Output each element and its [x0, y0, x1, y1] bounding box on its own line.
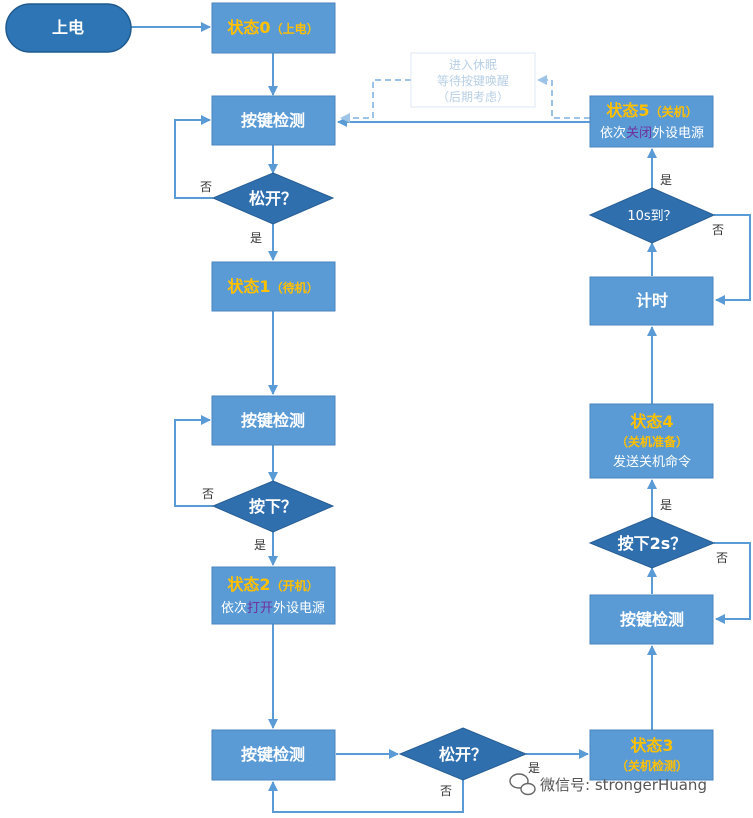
label-yes-press2s: 是	[660, 498, 672, 512]
wechat-icon	[509, 773, 536, 796]
release2-decision: 松开？	[398, 727, 528, 781]
detect1-label: 按键检测	[241, 111, 305, 130]
edge-release2-no	[268, 780, 464, 813]
press2s-label: 按下2s？	[618, 534, 687, 553]
detect4-label: 按键检测	[620, 610, 684, 629]
release1-label: 松开？	[249, 189, 297, 208]
label-yes-timeout: 是	[660, 173, 672, 187]
note-line1: 进入休眠	[449, 58, 497, 72]
detect1-box: 按键检测	[211, 95, 336, 146]
svg-text:依次打开外设电源: 依次打开外设电源	[221, 600, 325, 616]
release2-label: 松开？	[439, 745, 487, 764]
label-no-press: 否	[202, 487, 214, 501]
edge-press-no	[174, 415, 213, 507]
state5-desc-a: 依次	[600, 125, 626, 141]
detect2-box: 按键检测	[211, 395, 336, 446]
release1-decision: 松开？	[211, 172, 335, 225]
power-on-label: 上电	[52, 18, 84, 37]
sleep-note: 进入休眠 等待按键唤醒 （后期考虑）	[410, 52, 536, 108]
svg-text:依次关闭外设电源: 依次关闭外设电源	[600, 125, 704, 141]
state0-title: 状态0	[227, 18, 270, 37]
label-yes-press: 是	[254, 538, 266, 552]
edge-note-detect1	[340, 79, 411, 123]
label-no-release2: 否	[440, 784, 452, 798]
label-no-press2s: 否	[716, 551, 728, 565]
label-yes-release2: 是	[528, 761, 540, 775]
state2-title: 状态2	[227, 575, 270, 594]
state4-box: 状态4 （关机准备） 发送关机命令	[589, 403, 714, 479]
branch-labels: 否 是 否 是 是 否 是 否 是 否	[200, 173, 728, 798]
state2-sub: （开机）	[271, 578, 319, 593]
state2-desc-a: 依次	[221, 600, 247, 616]
state1-box: 状态1（待机）	[211, 261, 336, 312]
state5-desc-b: 外设电源	[652, 126, 704, 141]
timeout-label: 10s到？	[627, 209, 676, 224]
state0-box: 状态0（上电）	[211, 2, 336, 54]
state1-title: 状态1	[227, 277, 270, 296]
press-decision: 按下？	[211, 480, 335, 533]
power-on-terminal: 上电	[5, 3, 132, 53]
label-no-release1: 否	[200, 180, 212, 194]
state5-box: 状态5（关机） 依次关闭外设电源	[589, 95, 714, 148]
svg-text:状态2（开机）: 状态2（开机）	[227, 575, 318, 594]
state2-box: 状态2（开机） 依次打开外设电源	[211, 566, 336, 625]
state2-desc-highlight: 打开	[247, 601, 273, 616]
state1-sub: （待机）	[271, 280, 319, 295]
state4-sub: （关机准备）	[616, 434, 688, 449]
state0-sub: （上电）	[271, 21, 319, 36]
svg-text:状态1（待机）: 状态1（待机）	[227, 277, 318, 296]
edge-release1-no	[174, 115, 213, 199]
note-line2: 等待按键唤醒	[437, 74, 509, 88]
state5-title: 状态5	[606, 101, 649, 120]
label-yes-release1: 是	[250, 231, 262, 245]
detect2-label: 按键检测	[241, 411, 305, 430]
edges	[131, 22, 751, 813]
state5-desc-highlight: 关闭	[626, 126, 652, 141]
detect4-box: 按键检测	[589, 594, 714, 645]
state4-title: 状态4	[630, 412, 673, 431]
label-no-timeout: 否	[712, 223, 724, 237]
wechat-watermark: 微信号: strongerHuang	[509, 773, 707, 796]
svg-text:状态5（关机）: 状态5（关机）	[606, 101, 697, 120]
edge-press2s-no	[714, 542, 751, 624]
edge-sleep-note	[537, 75, 590, 119]
timeout-decision: 10s到？	[588, 187, 716, 244]
edge-timeout-no	[714, 214, 751, 305]
note-line3: （后期考虑）	[437, 90, 509, 104]
detect3-box: 按键检测	[211, 729, 336, 781]
detect3-label: 按键检测	[241, 745, 305, 764]
timer-label: 计时	[636, 291, 668, 310]
state3-sub: （关机检测）	[616, 758, 688, 773]
state5-sub: （关机）	[650, 104, 698, 119]
watermark-text: 微信号: strongerHuang	[540, 776, 707, 794]
press2s-decision: 按下2s？	[588, 516, 716, 569]
press-label: 按下？	[249, 497, 297, 516]
state3-title: 状态3	[630, 736, 673, 755]
state3-box: 状态3 （关机检测）	[589, 729, 714, 781]
svg-text:状态0（上电）: 状态0（上电）	[227, 18, 318, 37]
state4-desc: 发送关机命令	[613, 454, 691, 470]
state2-desc-b: 外设电源	[273, 601, 325, 616]
timer-box: 计时	[589, 276, 714, 326]
